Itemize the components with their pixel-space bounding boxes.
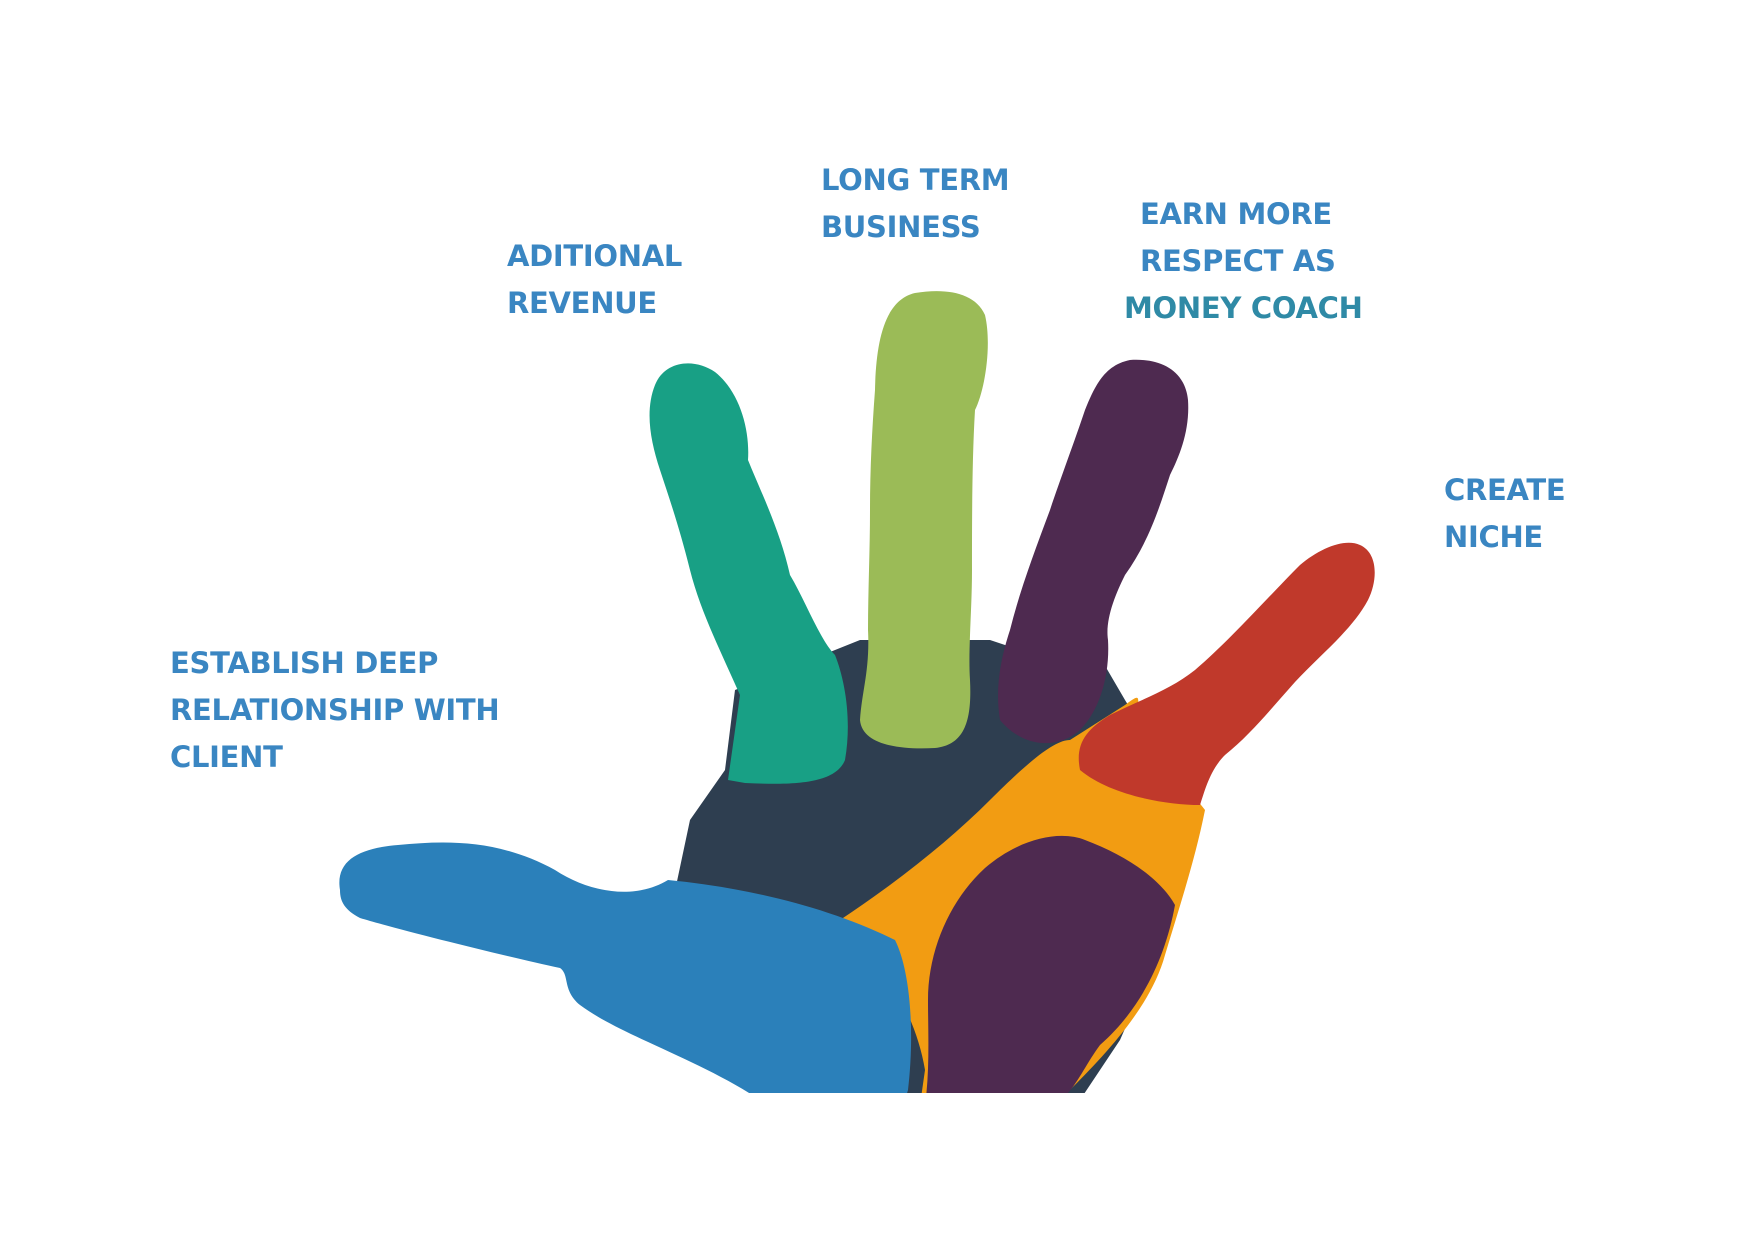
label-line: MONEY COACH	[1124, 291, 1363, 325]
label-line: CREATE	[1444, 473, 1566, 507]
middle-finger-shape	[860, 291, 988, 749]
label-line: NICHE	[1444, 520, 1543, 554]
label-thumb: ESTABLISH DEEP RELATIONSHIP WITH CLIENT	[170, 640, 500, 781]
label-line: ESTABLISH DEEP	[170, 646, 439, 680]
label-line: REVENUE	[507, 286, 657, 320]
label-middle: LONG TERM BUSINESS	[821, 157, 1010, 251]
index-finger-shape	[649, 363, 848, 784]
label-line: CLIENT	[170, 740, 283, 774]
label-line: LONG TERM	[821, 163, 1010, 197]
heel-of-palm-shape	[926, 835, 1175, 1093]
thumb-shape	[339, 842, 912, 1093]
ring-finger-shape	[998, 359, 1189, 744]
label-line: RESPECT AS	[1140, 244, 1336, 278]
label-line: RELATIONSHIP WITH	[170, 693, 500, 727]
pinky-finger-shape	[1078, 542, 1375, 805]
label-pinky: CREATE NICHE	[1444, 467, 1566, 561]
label-line: ADITIONAL	[507, 239, 683, 273]
label-line: EARN MORE	[1140, 197, 1332, 231]
label-ring: EARN MORE RESPECT AS MONEY COACH	[1124, 191, 1363, 332]
label-line: BUSINESS	[821, 210, 981, 244]
label-index: ADITIONAL REVENUE	[507, 233, 682, 327]
